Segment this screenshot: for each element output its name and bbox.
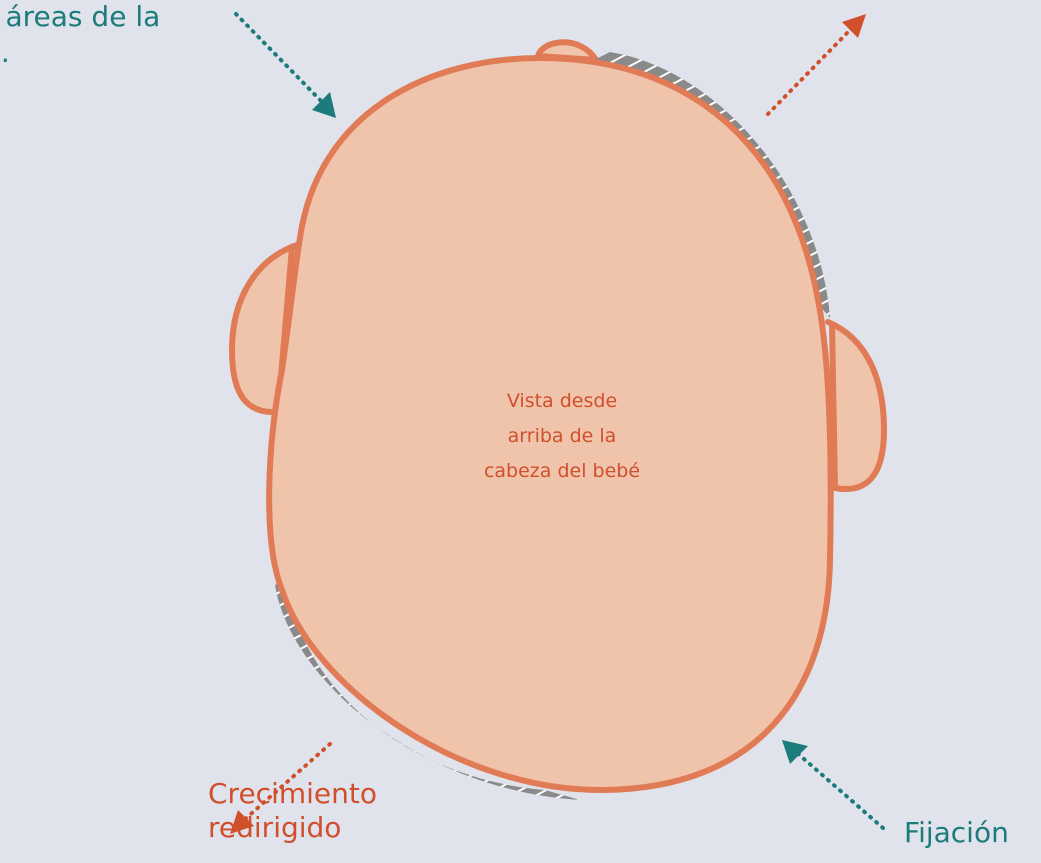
head-outline bbox=[266, 55, 834, 793]
head-center-label: Vista desde arriba de la cabeza del bebé bbox=[483, 390, 641, 482]
label-fijacion: Fijación bbox=[904, 816, 1009, 849]
dotted-arrow-outward-top-right bbox=[766, 14, 866, 116]
dotted-arrow-inward-top-left bbox=[234, 12, 336, 118]
flattened-area-bottom-left bbox=[275, 580, 580, 800]
label-crecimiento-redirigido: Crecimiento redirigido bbox=[208, 777, 377, 844]
dotted-arrow-inward-bottom-right bbox=[782, 740, 885, 830]
right-ear bbox=[825, 319, 887, 492]
label-top-left-line1: s áreas de la bbox=[5, 0, 161, 33]
left-ear bbox=[229, 241, 303, 416]
dotted-arrow-outward-bottom-left bbox=[230, 742, 332, 834]
flattened-area-top-right bbox=[590, 52, 830, 318]
label-top-left-line2: .. bbox=[0, 36, 10, 69]
